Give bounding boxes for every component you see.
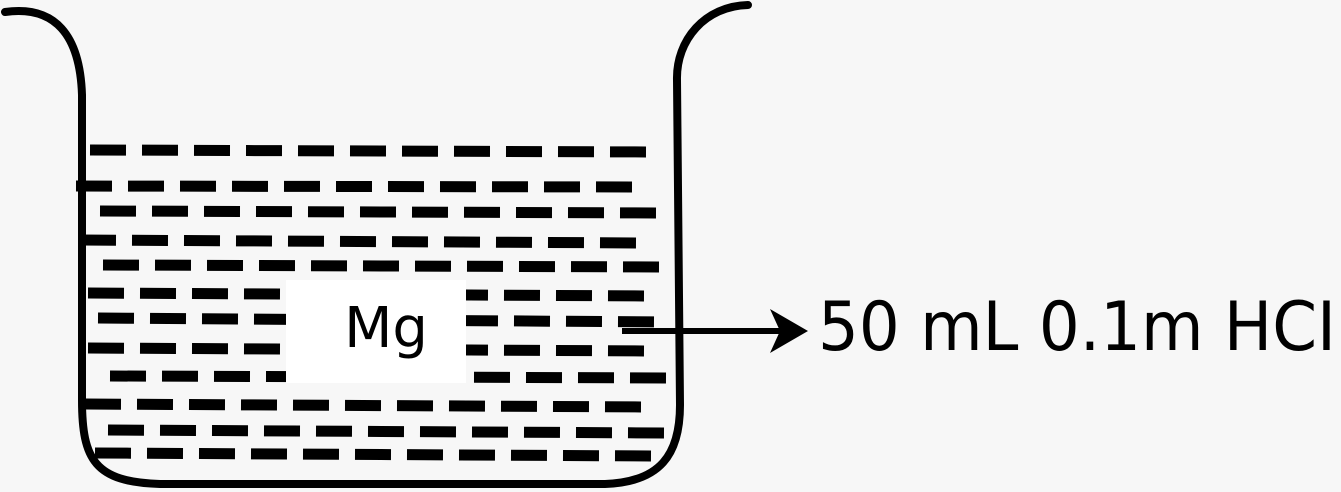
liquid-line <box>89 144 656 158</box>
beaker-outline <box>1 1 752 488</box>
liquid-line <box>94 447 656 462</box>
liquid-line <box>79 234 646 249</box>
liquid-line <box>99 205 666 219</box>
mg-label: Mg <box>344 296 428 361</box>
mg-label-box <box>286 280 466 383</box>
solution-label: 50 mL 0.1m HCI <box>818 288 1336 367</box>
liquid-line <box>84 398 651 413</box>
liquid-line <box>102 259 669 273</box>
liquid-line <box>75 180 641 193</box>
solution-arrow-head <box>770 309 808 353</box>
liquid-line <box>107 424 671 439</box>
